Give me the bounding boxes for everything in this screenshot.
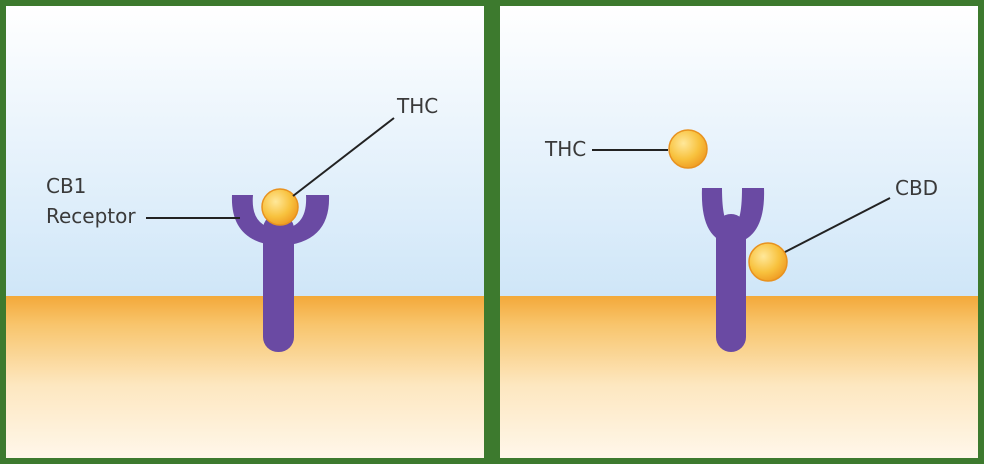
receptor-label-line1: CB1 [46, 174, 86, 198]
thc-molecule-bound [261, 188, 299, 226]
panel-left: CB1 Receptor THC [6, 6, 484, 458]
cbd-molecule [748, 242, 788, 282]
panel-right: THC CBD [500, 6, 978, 458]
cbd-leader-line [784, 197, 891, 253]
extracellular-region [6, 6, 484, 296]
cb1-receptor-altered [701, 188, 765, 352]
receptor-label-line2: Receptor [46, 204, 136, 228]
thc-label-right: THC [544, 137, 586, 161]
cell-membrane [6, 296, 484, 458]
thc-molecule-free [668, 129, 708, 169]
thc-label-left: THC [396, 94, 438, 118]
cbd-label: CBD [895, 176, 938, 200]
cb1-receptor [231, 195, 330, 352]
thc-leader-line [292, 117, 395, 197]
